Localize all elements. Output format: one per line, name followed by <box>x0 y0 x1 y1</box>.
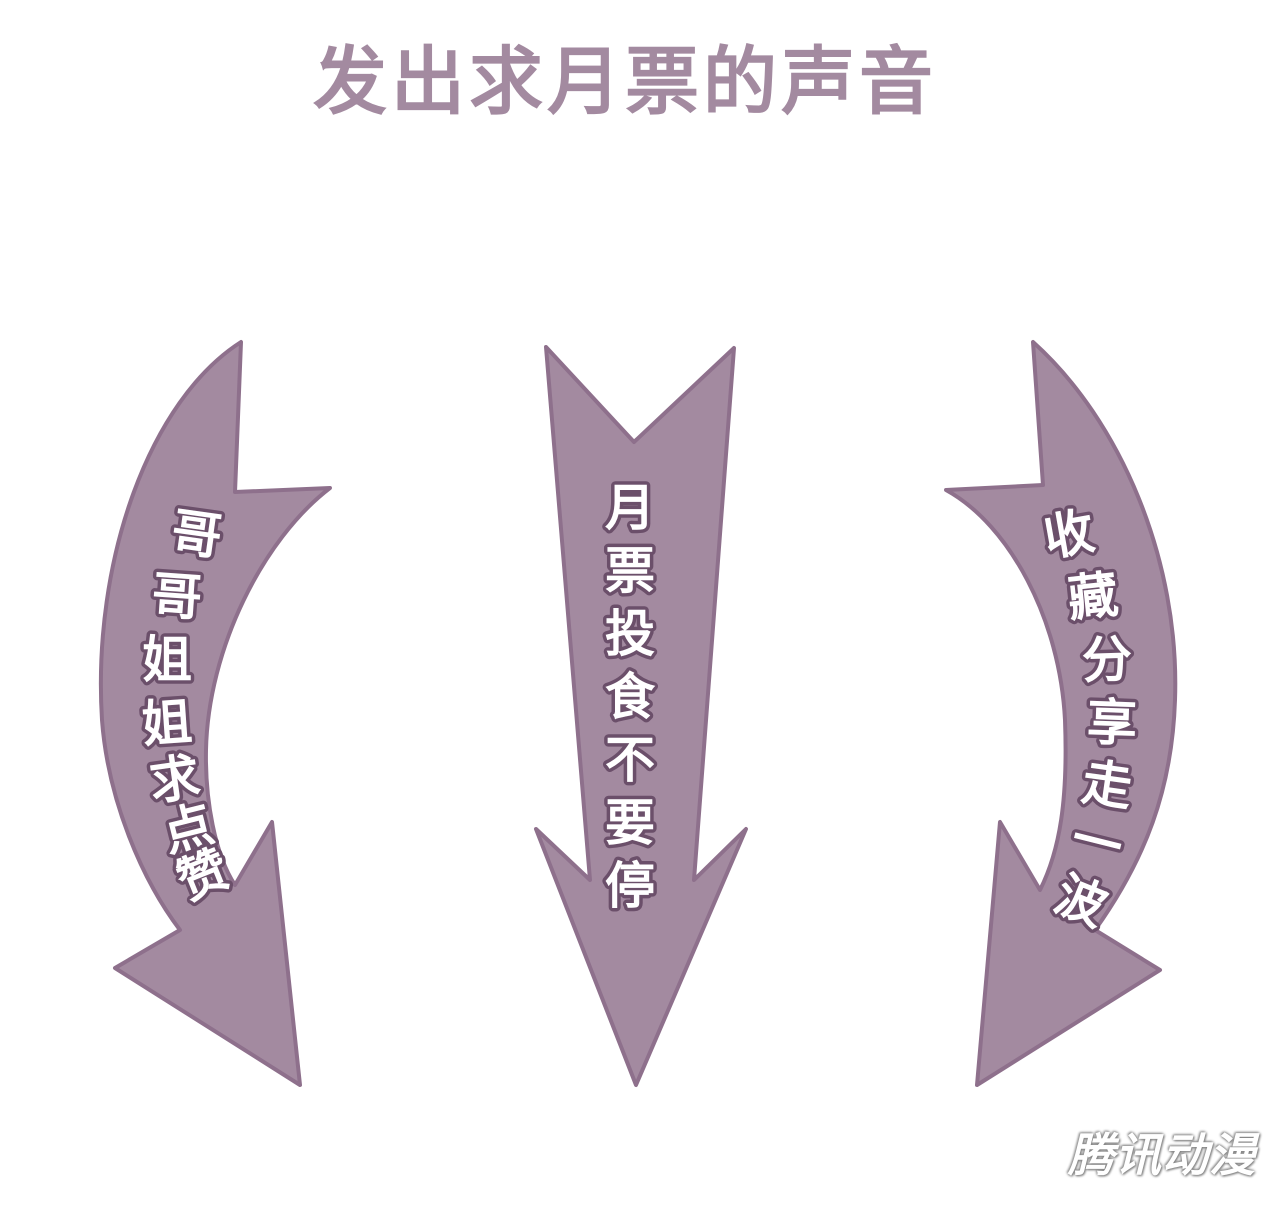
left-char-0: 哥 <box>168 502 226 566</box>
center-char-4: 不 <box>605 731 655 789</box>
center-arrow-text: 月 票 投 食 不 要 停 <box>602 476 660 919</box>
center-char-6: 停 <box>605 857 655 915</box>
watermark-logo: 腾讯动漫 <box>1068 1128 1256 1182</box>
right-char-4: 走 <box>1078 753 1136 817</box>
center-arrow: 月 票 投 食 不 要 停 <box>534 345 748 1087</box>
center-char-5: 要 <box>605 794 655 852</box>
page-title: 发出求月票的声音 <box>313 39 937 125</box>
right-arrow: 收 藏 分 享 走 一 波 <box>944 340 1178 1087</box>
right-arrow-shape <box>944 340 1178 1087</box>
right-char-2: 分 <box>1081 630 1133 690</box>
center-char-2: 投 <box>605 605 655 663</box>
center-arrow-shape <box>534 345 748 1087</box>
right-char-0: 收 <box>1039 502 1098 568</box>
left-char-1: 哥 <box>150 566 204 627</box>
left-arrow-shape <box>98 340 332 1087</box>
right-char-3: 享 <box>1086 693 1138 753</box>
center-char-3: 食 <box>605 668 656 726</box>
left-arrow: 哥 哥 姐 姐 求 点 赞 <box>98 340 332 1087</box>
center-char-1: 票 <box>605 542 655 600</box>
center-char-0: 月 <box>605 479 655 537</box>
left-char-3: 姐 <box>140 693 194 754</box>
left-char-2: 姐 <box>142 631 192 689</box>
right-char-1: 藏 <box>1065 565 1121 628</box>
left-char-4: 求 <box>146 747 204 811</box>
